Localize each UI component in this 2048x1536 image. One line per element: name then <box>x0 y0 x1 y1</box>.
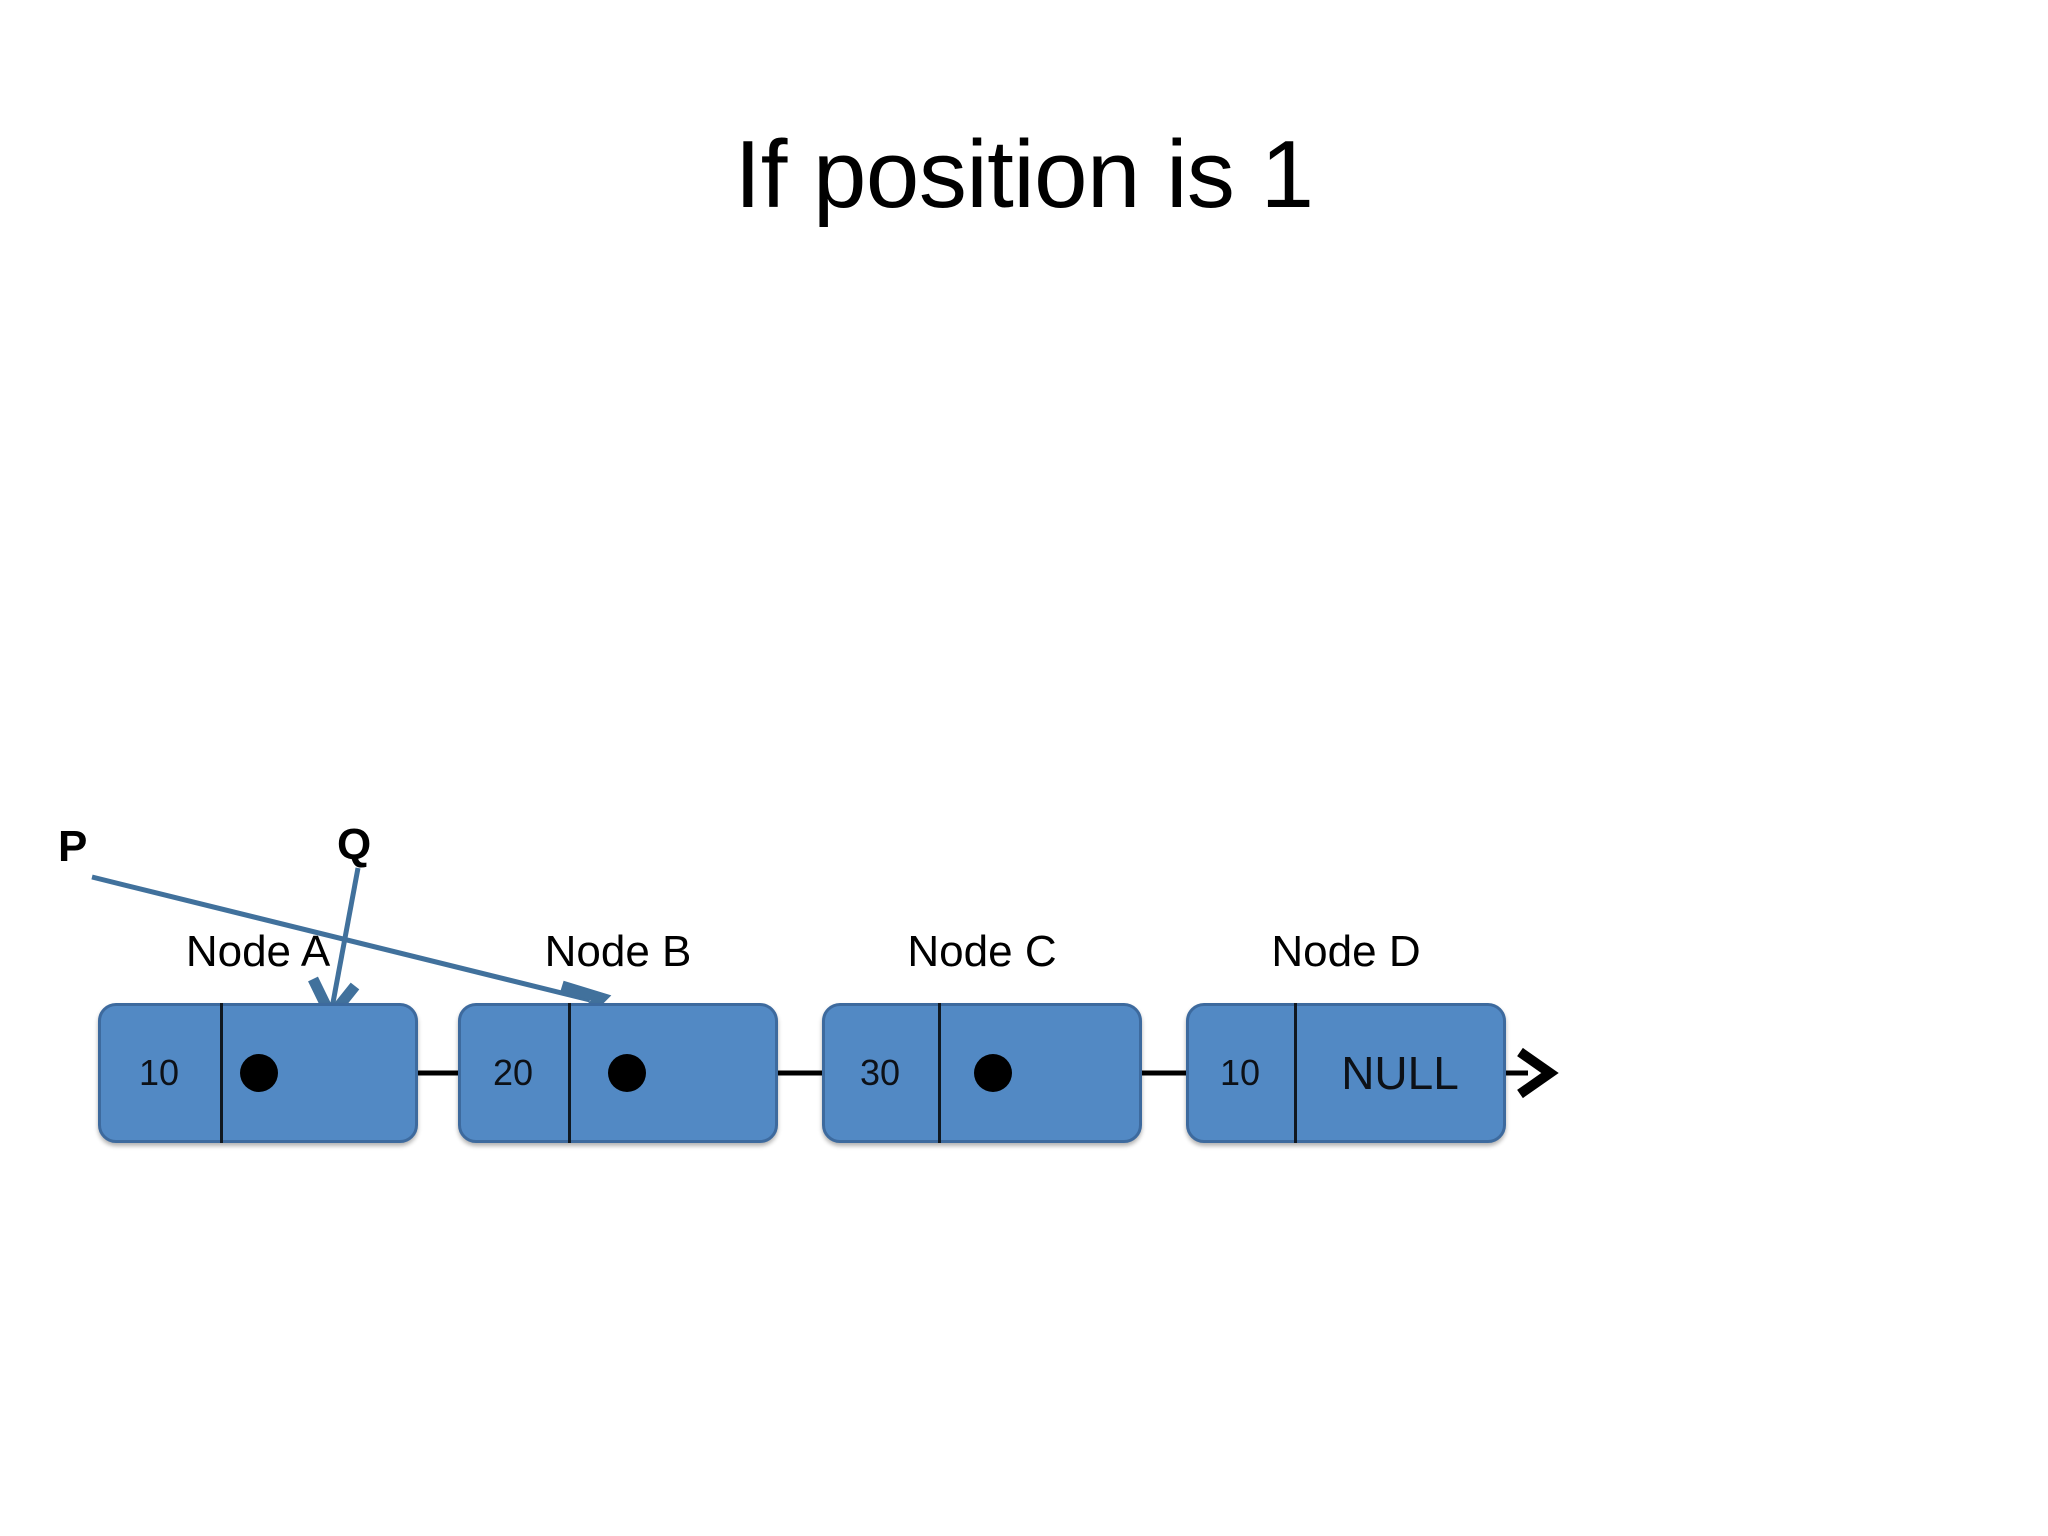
node-d-box <box>1186 1003 1506 1143</box>
node-b-data: 20 <box>492 1052 534 1093</box>
node-c-label: Node C <box>907 927 1057 976</box>
list-node-b[interactable]: Node B 20 <box>458 927 778 1143</box>
pointer-label-p: P <box>58 822 88 871</box>
node-c-next-dot <box>974 1054 1012 1092</box>
page-title: If position is 1 <box>734 121 1314 228</box>
node-d-divider <box>1294 1003 1297 1143</box>
node-a-divider <box>220 1003 223 1143</box>
list-node-c[interactable]: Node C 30 <box>822 927 1142 1143</box>
node-a-next-dot <box>240 1054 278 1092</box>
pointer-label-q: Q <box>337 820 372 869</box>
node-b-divider <box>568 1003 571 1143</box>
node-b-next-dot <box>608 1054 646 1092</box>
node-a-data: 10 <box>138 1052 180 1093</box>
node-d-null-text: NULL <box>1341 1047 1459 1099</box>
node-d-data: 10 <box>1219 1052 1261 1093</box>
list-node-d[interactable]: Node D 10 NULL <box>1186 927 1506 1143</box>
node-c-divider <box>938 1003 941 1143</box>
node-b-label: Node B <box>544 927 692 976</box>
node-a-label: Node A <box>185 927 331 976</box>
list-node-a[interactable]: Node A 10 <box>98 927 418 1143</box>
node-c-data: 30 <box>859 1052 901 1093</box>
node-d-label: Node D <box>1271 927 1421 976</box>
